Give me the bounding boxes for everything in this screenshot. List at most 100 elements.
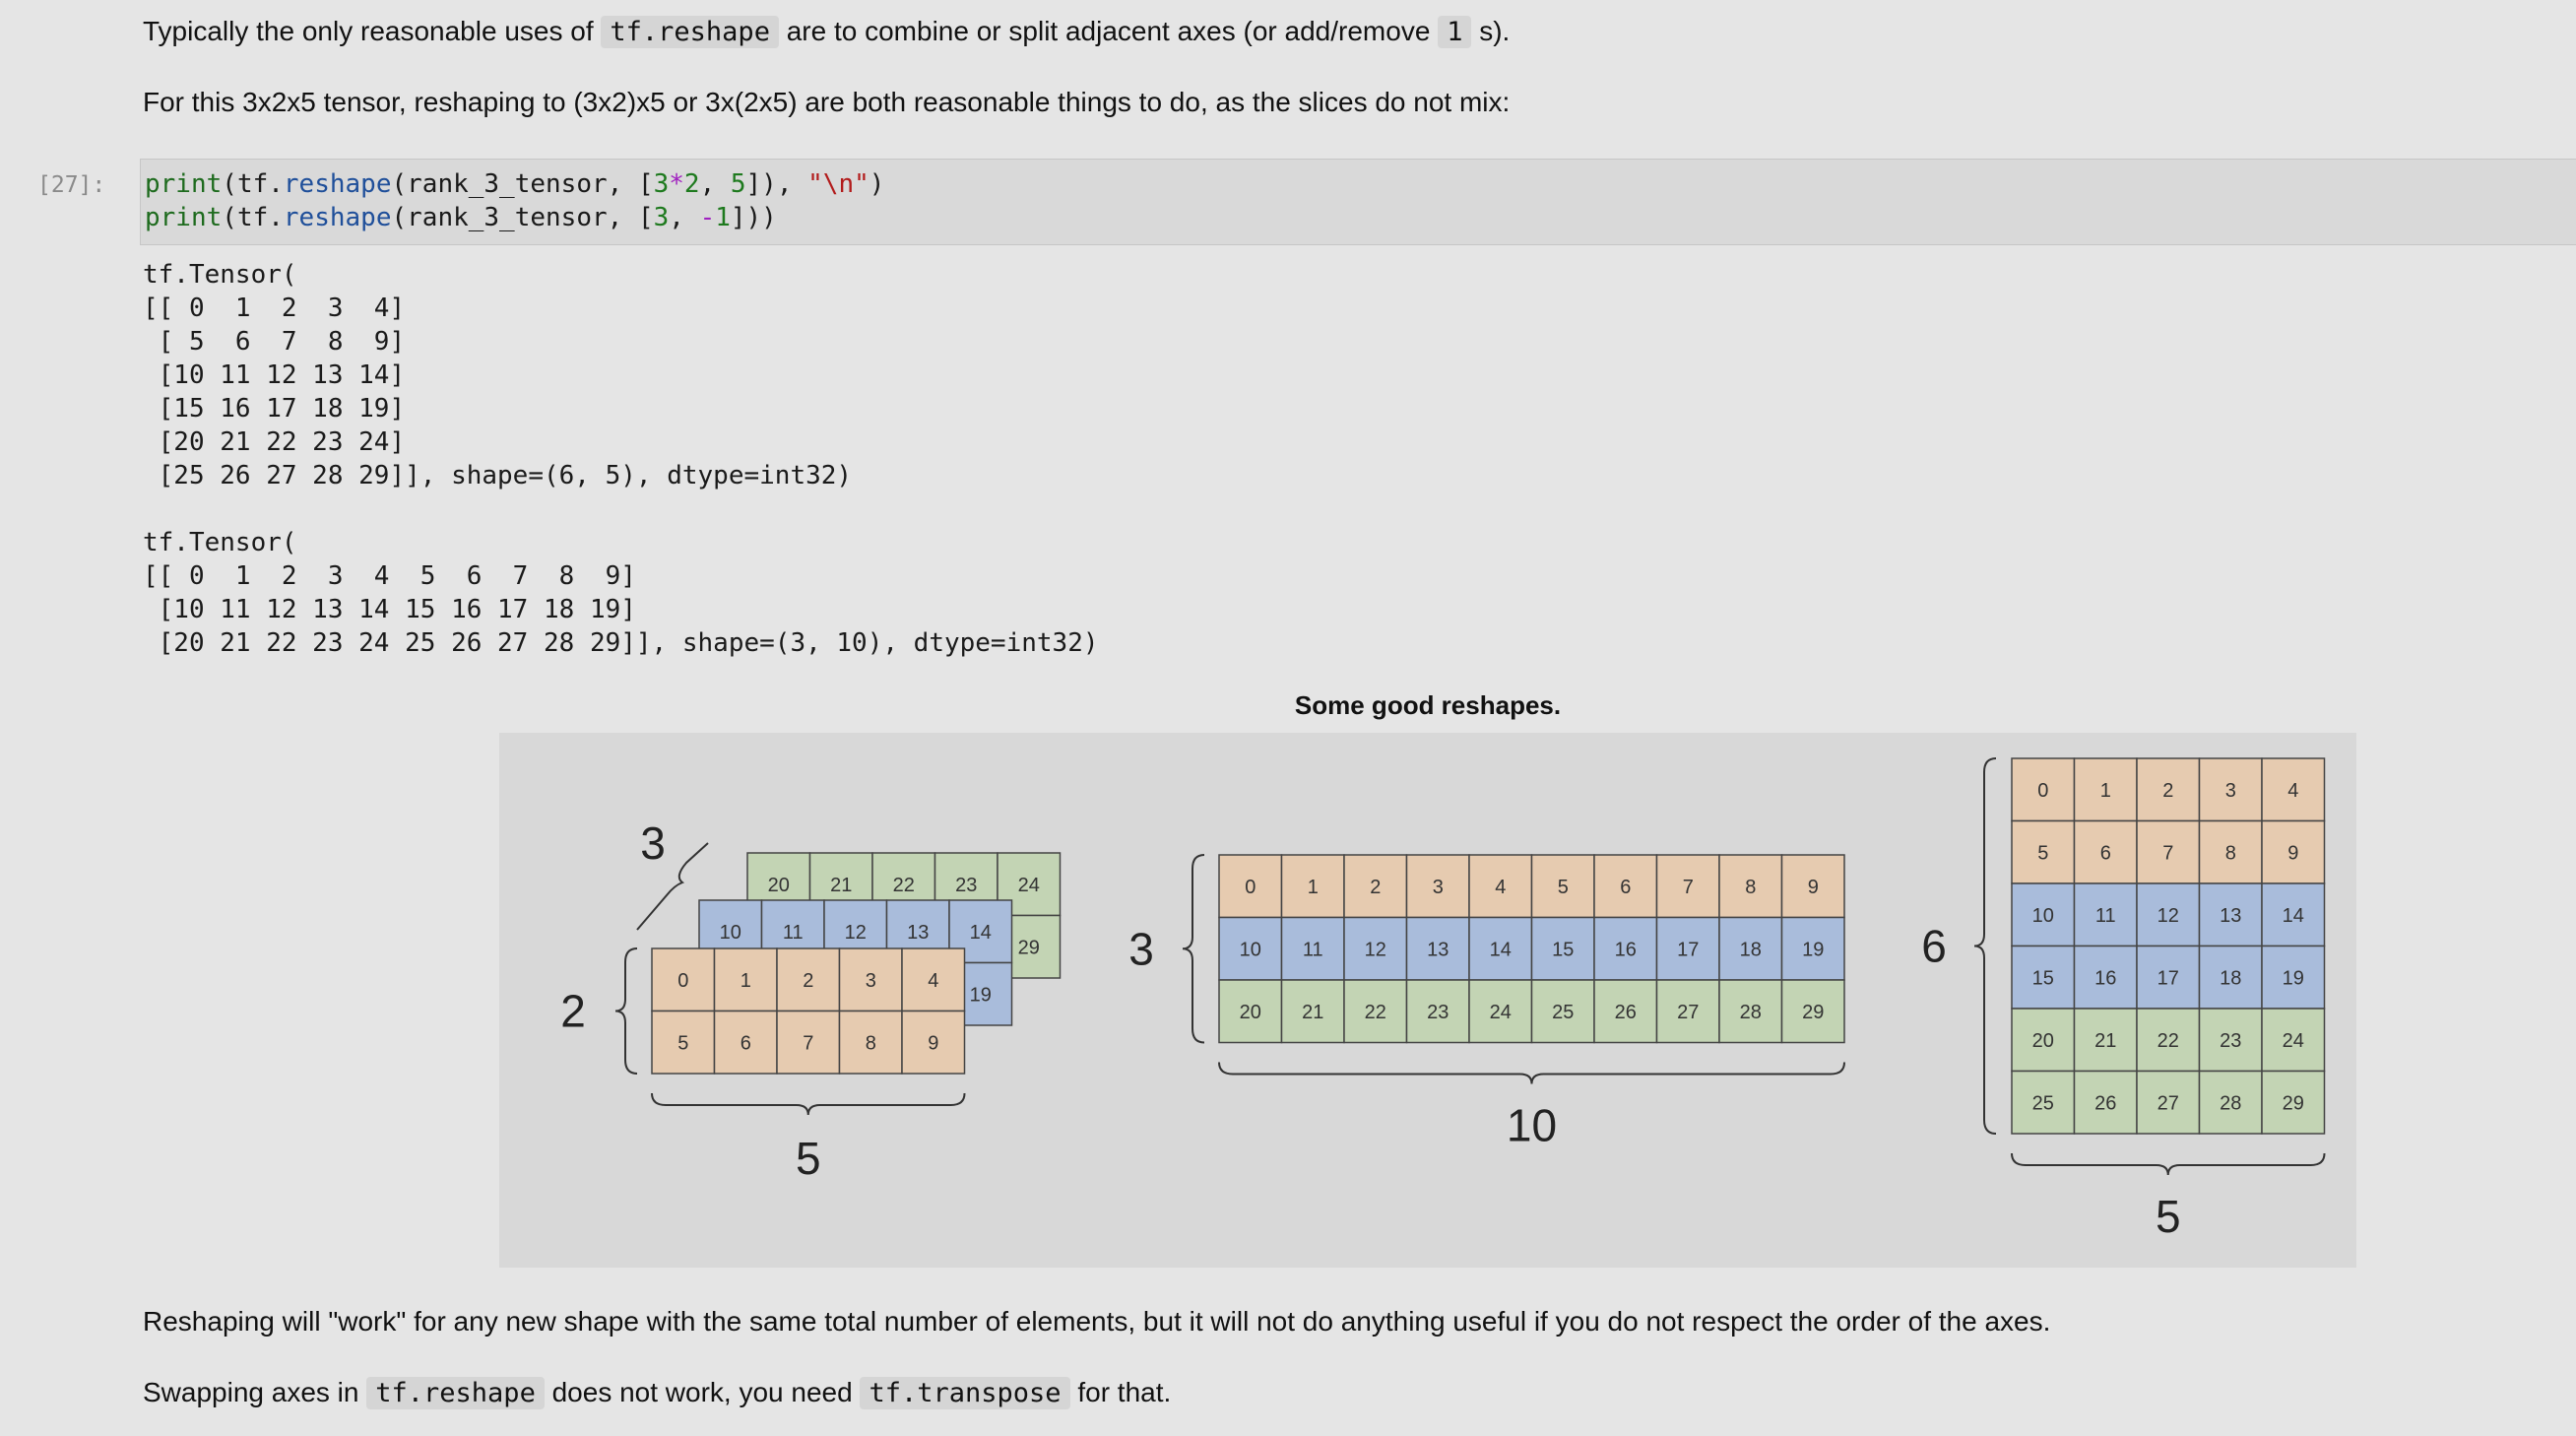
- code-token: 2: [683, 169, 700, 199]
- tensor-cell: [901, 1010, 966, 1075]
- tensor-cell-value: 3: [1433, 877, 1444, 898]
- tensor-cell-value: 15: [2032, 967, 2054, 989]
- tensor-cell-value: 7: [803, 1032, 813, 1054]
- tensor-cell-value: 18: [2220, 967, 2241, 989]
- code-token: tf.: [236, 203, 284, 232]
- tensor-cell: [1780, 979, 1845, 1044]
- tensor-cell-value: 25: [2032, 1092, 2054, 1114]
- tensor-cell-value: 14: [2283, 905, 2304, 927]
- tensor-cell-value: 0: [2037, 780, 2048, 802]
- tensor-cell: [2261, 945, 2326, 1010]
- tensor-cell-value: 0: [677, 970, 688, 992]
- tensor-cell-value: 6: [741, 1032, 751, 1054]
- tensor-cell-value: 20: [2032, 1030, 2054, 1052]
- dimension-brace: [614, 947, 638, 1075]
- code-token: *: [669, 169, 684, 199]
- tensor-cell: [2011, 1070, 2076, 1135]
- tensor-cell: [1468, 979, 1533, 1044]
- tensor-cell-value: 23: [1427, 1002, 1449, 1023]
- tensor-cell: [2136, 1008, 2201, 1073]
- inline-code-tf-reshape: tf.reshape: [601, 16, 779, 48]
- tensor-cell-value: 18: [1740, 939, 1762, 960]
- code-token: "\n": [807, 169, 869, 199]
- tensor-cell-value: 11: [1303, 939, 1323, 960]
- tensor-cell-value: 1: [2100, 780, 2111, 802]
- tensor-cell-value: 6: [1620, 877, 1631, 898]
- tensor-cell: [713, 1010, 778, 1075]
- tensor-cell: [2136, 757, 2201, 822]
- tensor-cell-value: 22: [2157, 1030, 2179, 1052]
- tensor-cell-value: 7: [2162, 842, 2173, 864]
- tensor-cell-value: 7: [1683, 877, 1694, 898]
- tensor-cell-value: 19: [970, 984, 992, 1006]
- tensor-cell-value: 11: [783, 922, 804, 944]
- text-span: for that.: [1069, 1377, 1172, 1407]
- dimension-label-rows: 6: [1921, 921, 1947, 972]
- tensor-cell: [651, 1010, 716, 1075]
- inline-code-tf-reshape: tf.reshape: [366, 1377, 545, 1409]
- tensor-cell: [2011, 819, 2076, 884]
- tensor-cell: [1780, 916, 1845, 981]
- tensor-cell: [901, 947, 966, 1012]
- tensor-cell: [1405, 916, 1470, 981]
- tensor-cell: [1593, 979, 1658, 1044]
- tensor-cell-value: 10: [1240, 939, 1261, 960]
- tensor-cell-value: 13: [2220, 905, 2241, 927]
- tensor-cell-value: 5: [677, 1032, 688, 1054]
- tensor-cell-value: 28: [2220, 1092, 2241, 1114]
- code-token: print: [145, 203, 223, 232]
- tensor-cell-value: 19: [1802, 939, 1824, 960]
- tensor-cell: [2198, 882, 2263, 947]
- tensor-cell-value: 8: [2225, 842, 2236, 864]
- tensor-cell-value: 5: [1558, 877, 1569, 898]
- dimension-brace: [1973, 757, 1997, 1135]
- tensor-cell-value: 29: [1018, 937, 1040, 958]
- code-token: ])): [730, 203, 777, 232]
- tensor-cell: [2261, 1070, 2326, 1135]
- dimension-label-cols: 5: [796, 1133, 821, 1184]
- text-span: s).: [1471, 16, 1511, 46]
- inline-code-tf-transpose: tf.transpose: [860, 1377, 1070, 1409]
- outro-paragraph-2: Swapping axes in tf.reshape does not wor…: [143, 1373, 1171, 1413]
- tensor-cell-value: 4: [1495, 877, 1506, 898]
- tensor-cell: [2011, 945, 2076, 1010]
- dimension-brace: [636, 842, 709, 931]
- tensor-cell-value: 12: [1365, 939, 1386, 960]
- tensor-cell-value: 1: [741, 970, 751, 992]
- text-span: does not work, you need: [544, 1377, 861, 1407]
- intro-paragraph-1: Typically the only reasonable uses of tf…: [143, 12, 1510, 52]
- dimension-label-depth: 3: [640, 817, 666, 869]
- tensor-cell-value: 19: [2283, 967, 2304, 989]
- tensor-cell-value: 21: [830, 875, 852, 896]
- tensor-cell-value: 13: [907, 922, 929, 944]
- dimension-label-cols: 5: [2156, 1191, 2181, 1242]
- tensor-cell-value: 22: [1365, 1002, 1386, 1023]
- tensor-cell: [838, 947, 903, 1012]
- code-token: (: [222, 203, 237, 232]
- tensor-cell-value: 10: [720, 922, 741, 944]
- tensor-cell: [1655, 854, 1720, 919]
- tensor-cell: [2261, 882, 2326, 947]
- code-token: reshape: [283, 169, 392, 199]
- tensor-cell-value: 23: [955, 875, 977, 896]
- intro-paragraph-2: For this 3x2x5 tensor, reshaping to (3x2…: [143, 87, 1511, 117]
- tensor-cell: [838, 1010, 903, 1075]
- code-token: reshape: [283, 203, 392, 232]
- code-cell-input[interactable]: print(tf.reshape(rank_3_tensor, [3*2, 5]…: [140, 159, 2576, 245]
- tensor-cell-value: 20: [1240, 1002, 1261, 1023]
- tensor-cell-value: 26: [2094, 1092, 2116, 1114]
- tensor-cell-value: 8: [1745, 877, 1756, 898]
- tensor-cell-value: 16: [1615, 939, 1637, 960]
- code-token: tf.: [236, 169, 284, 199]
- tensor-cell-value: 21: [1302, 1002, 1323, 1023]
- tensor-cell-value: 5: [2037, 842, 2048, 864]
- text-span: Swapping axes in: [143, 1377, 367, 1407]
- tensor-cell-value: 21: [2094, 1030, 2116, 1052]
- tensor-cell: [2011, 882, 2076, 947]
- tensor-cell: [2198, 945, 2263, 1010]
- cell-prompt: [27]:: [37, 172, 106, 198]
- tensor-cell: [2011, 757, 2076, 822]
- code-token: 5: [730, 169, 746, 199]
- figure-caption: Some good reshapes.: [1294, 690, 1562, 720]
